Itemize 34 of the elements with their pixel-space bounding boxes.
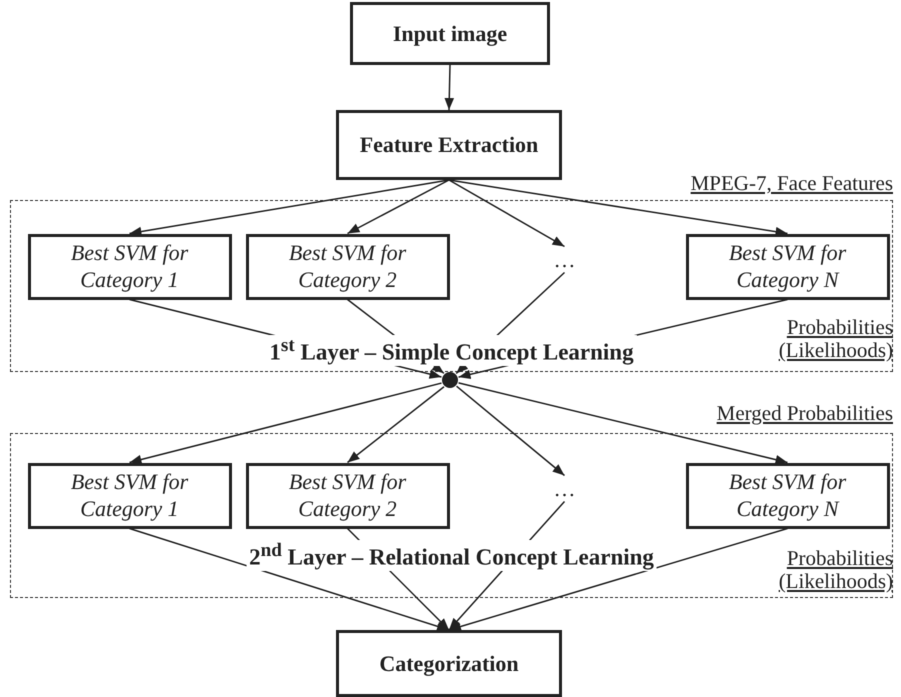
layer-band [10,433,893,598]
classifier-box: Best SVM for Category 1 [28,234,232,300]
classifier-box: Best SVM for Category 2 [246,462,450,528]
arrow [448,179,788,236]
process-box: Feature Extraction [336,110,562,180]
annotation-text: MPEG-7, Face Features [690,172,893,196]
layer-title: 2$^{nd}$ Layer – Relational Concept Learning [246,540,657,571]
arrow [347,298,444,374]
classifier-box: Best SVM for Category 2 [246,234,450,300]
classifier-box: Best SVM for Category N [686,234,890,300]
arrow [129,382,442,464]
arrow [448,501,566,630]
arrow [456,386,565,476]
process-box: Categorization [336,630,562,697]
layer-title: 1$^{st}$ Layer – Simple Concept Learning [266,335,637,366]
arrow [458,382,788,464]
arrow [448,528,788,632]
annotation-text: Merged Probabilities [716,402,893,426]
arrow [129,528,450,631]
ellipsis-text: … [554,476,576,502]
arrow [448,179,565,248]
annotation-text: Probabilities (Likelihoods) [778,547,893,594]
arrow [129,298,442,379]
arrow [347,179,450,234]
classifier-box: Best SVM for Category 1 [28,462,232,528]
process-box: Input image [350,2,550,65]
classifier-box: Best SVM for Category N [686,462,890,528]
arrow [456,272,566,374]
arrow [129,179,450,236]
arrow [347,386,444,464]
layer-band [10,200,893,372]
arrow [444,64,454,110]
annotation-text: Probabilities (Likelihoods) [778,316,893,362]
ellipsis-text: … [554,246,576,272]
